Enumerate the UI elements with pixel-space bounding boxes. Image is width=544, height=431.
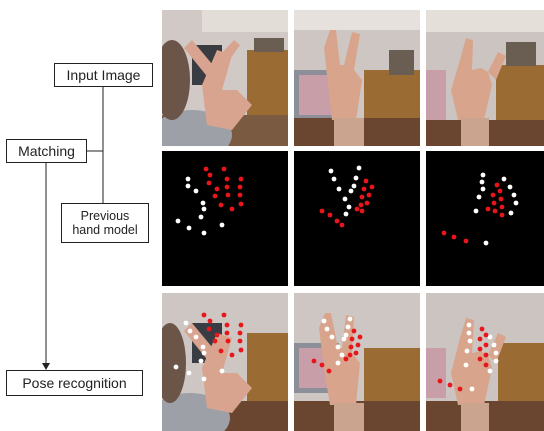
previous-hand-model-box: Previous hand model bbox=[61, 203, 149, 243]
previous-hand-model-label-line2: hand model bbox=[72, 223, 138, 237]
hand-model-2 bbox=[294, 151, 420, 286]
pose-recognition-box: Pose recognition bbox=[6, 370, 143, 396]
hand-model-3 bbox=[426, 151, 544, 286]
input-image-2 bbox=[294, 10, 420, 146]
arrow-down-icon bbox=[42, 363, 50, 370]
matching-label: Matching bbox=[18, 142, 75, 159]
previous-hand-model-label-line1: Previous bbox=[80, 208, 130, 223]
pose-recognition-label: Pose recognition bbox=[22, 374, 127, 391]
matching-box: Matching bbox=[6, 139, 87, 163]
pose-result-1 bbox=[162, 293, 288, 431]
pose-result-3 bbox=[426, 293, 544, 431]
input-image-3 bbox=[426, 10, 544, 146]
pose-result-2 bbox=[294, 293, 420, 431]
input-image-label: Input Image bbox=[66, 66, 141, 83]
hand-model-1 bbox=[162, 151, 288, 286]
input-image-1 bbox=[162, 10, 288, 146]
input-image-box: Input Image bbox=[54, 63, 153, 87]
